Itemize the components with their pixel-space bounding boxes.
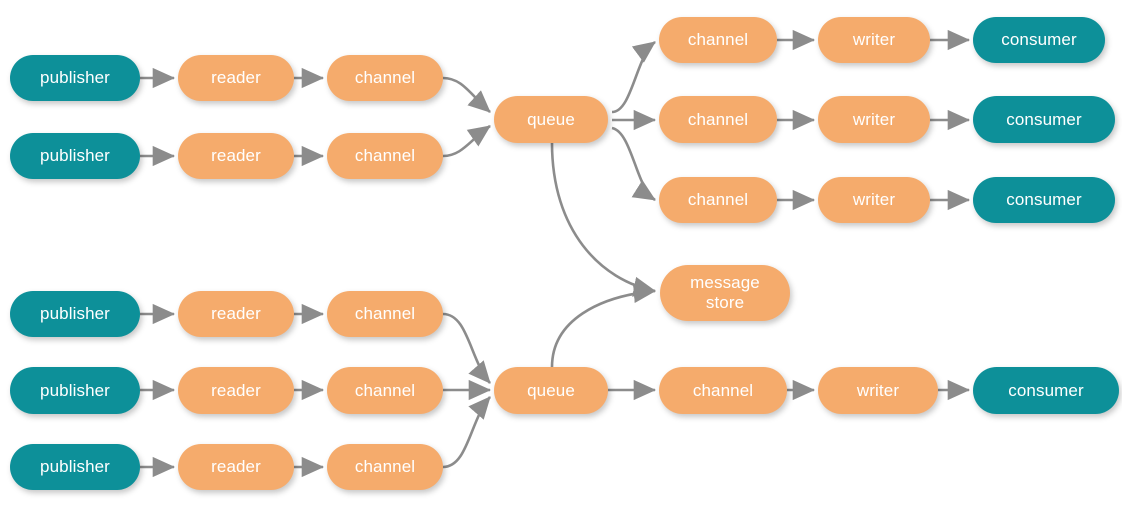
node-chn-o3[interactable]: channel [659,177,777,223]
node-pub-t2[interactable]: publisher [10,133,140,179]
node-wrt-o3[interactable]: writer [818,177,930,223]
node-rdr-b2[interactable]: reader [178,367,294,414]
node-wrt-o1[interactable]: writer [818,17,930,63]
node-wrt-b4[interactable]: writer [818,367,938,414]
node-pub-b3[interactable]: publisher [10,444,140,490]
node-store[interactable]: message store [660,265,790,321]
node-chn-b2[interactable]: channel [327,367,443,414]
node-pub-t1[interactable]: publisher [10,55,140,101]
node-queue-b[interactable]: queue [494,367,608,414]
node-chn-b1[interactable]: channel [327,291,443,337]
node-rdr-t2[interactable]: reader [178,133,294,179]
connector-arrow [442,76,491,113]
node-con-o1[interactable]: consumer [973,17,1105,63]
connector-arrow [611,40,656,114]
node-chn-b4[interactable]: channel [659,367,787,414]
connector-arrow [611,126,656,202]
connector-arrow [442,312,491,384]
node-queue-t[interactable]: queue [494,96,608,143]
node-pub-b1[interactable]: publisher [10,291,140,337]
node-chn-o2[interactable]: channel [659,96,777,143]
node-chn-t1[interactable]: channel [327,55,443,101]
connector-arrow [442,124,491,158]
node-con-o3[interactable]: consumer [973,177,1115,223]
node-rdr-t1[interactable]: reader [178,55,294,101]
connector-arrow [550,142,657,297]
node-chn-t2[interactable]: channel [327,133,443,179]
connector-arrow [442,396,491,469]
connector-arrow [550,282,657,368]
node-wrt-o2[interactable]: writer [818,96,930,143]
node-pub-b2[interactable]: publisher [10,367,140,414]
node-rdr-b1[interactable]: reader [178,291,294,337]
node-con-b4[interactable]: consumer [973,367,1119,414]
node-rdr-b3[interactable]: reader [178,444,294,490]
node-chn-o1[interactable]: channel [659,17,777,63]
node-con-o2[interactable]: consumer [973,96,1115,143]
node-chn-b3[interactable]: channel [327,444,443,490]
